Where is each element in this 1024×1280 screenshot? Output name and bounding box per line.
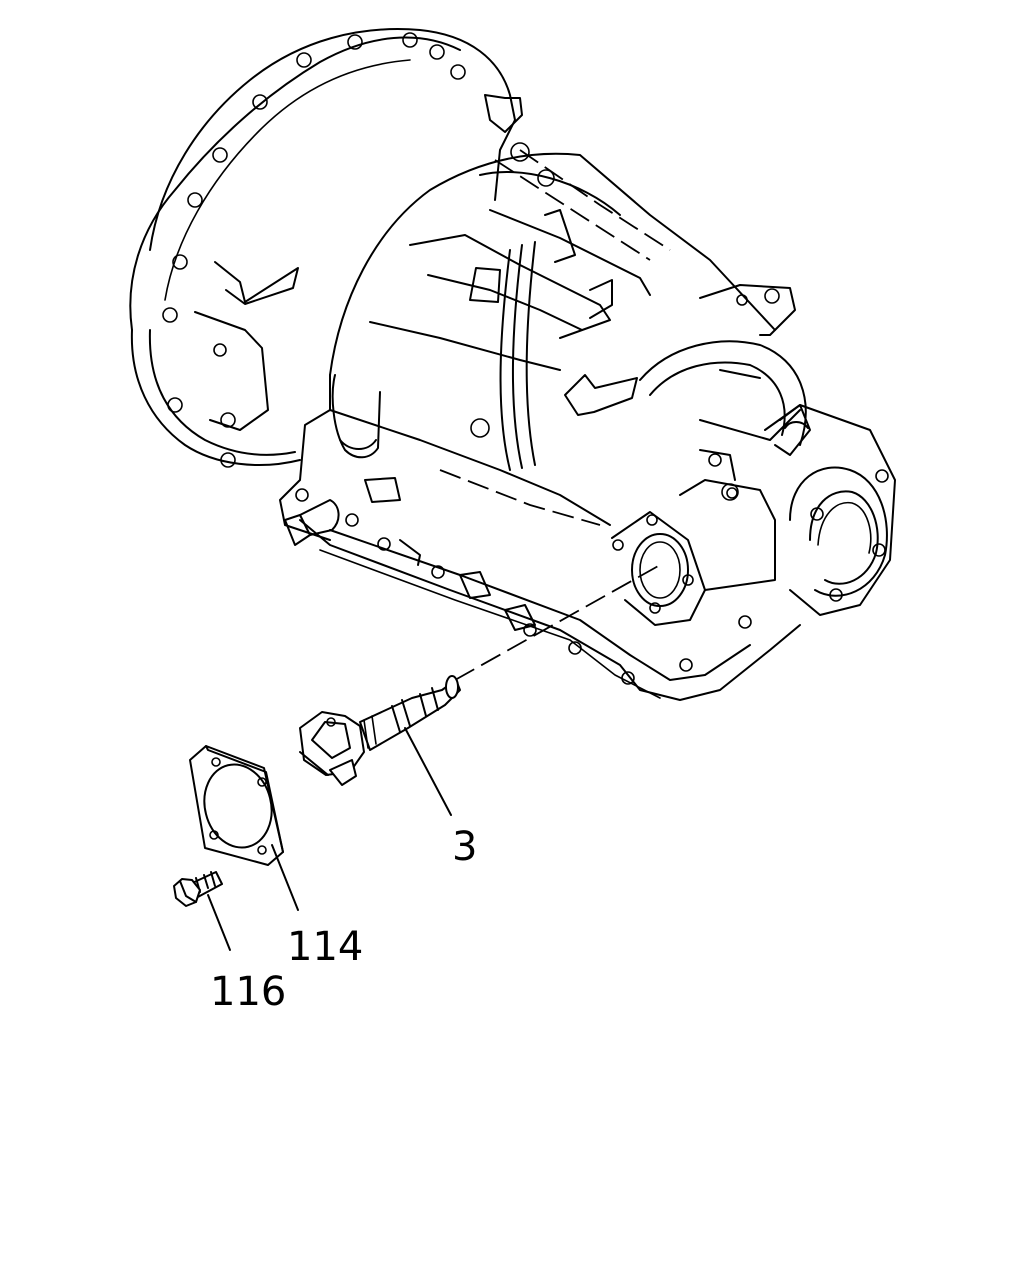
leader-line-3 bbox=[404, 727, 452, 816]
callout-label-3: 3 bbox=[452, 824, 477, 870]
leader-line-114 bbox=[271, 844, 299, 911]
gasket[interactable] bbox=[189, 745, 284, 866]
bolt[interactable] bbox=[173, 871, 223, 907]
transmission-housing bbox=[129, 28, 896, 701]
callout-label-116: 116 bbox=[210, 969, 286, 1015]
speed-sensor[interactable] bbox=[299, 675, 461, 786]
installation-path-line bbox=[454, 564, 661, 681]
callout-label-114: 114 bbox=[287, 924, 363, 970]
oil-pan-bolts bbox=[295, 418, 752, 685]
leader-line-116 bbox=[207, 894, 231, 951]
flange-bolt-lugs bbox=[162, 32, 555, 468]
